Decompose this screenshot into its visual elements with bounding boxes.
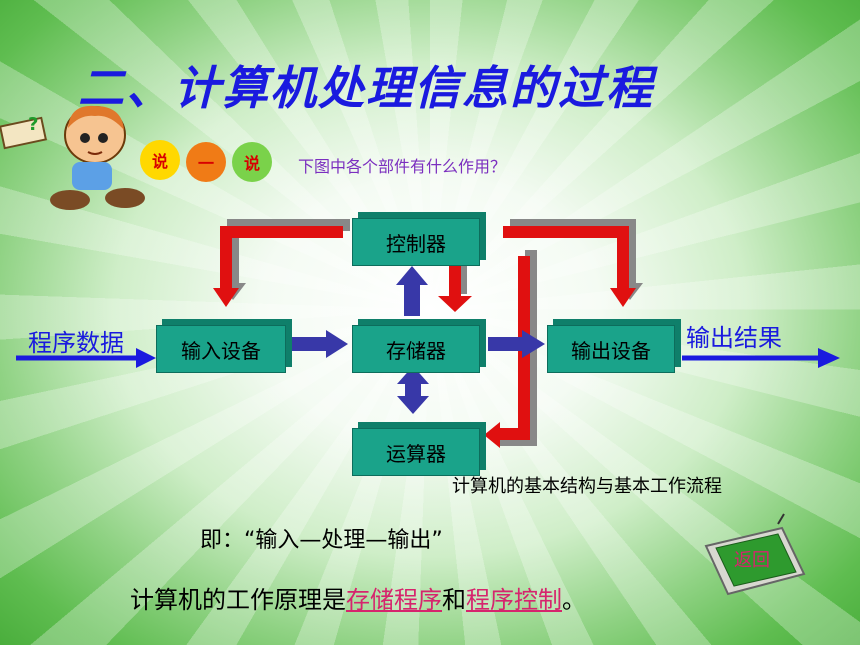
back-button-label[interactable]: 返回 — [734, 550, 770, 571]
alu-box: 运算器 — [352, 428, 480, 476]
svg-text:?: ? — [28, 114, 38, 135]
arrow-controller-to-memory — [438, 262, 472, 312]
arrow-output-result — [682, 348, 840, 368]
input-process-output-line: 即：“输入—处理—输出” — [200, 528, 443, 553]
cartoon-child-illustration: ? — [0, 105, 145, 210]
arrow-memory-alu — [397, 366, 429, 414]
stored-program-link[interactable]: 存储程序 — [346, 586, 442, 614]
diagram-caption: 计算机的基本结构与基本工作流程 — [452, 476, 722, 497]
principle-prefix: 计算机的工作原理是 — [130, 586, 346, 614]
output-result-label: 输出结果 — [686, 324, 782, 352]
arrow-program-data-in — [16, 348, 156, 368]
back-button[interactable] — [700, 510, 810, 600]
program-data-label: 程序数据 — [28, 329, 124, 357]
arrow-controller-to-alu — [484, 250, 537, 448]
arrow-controller-to-input — [213, 219, 350, 307]
badge-say-right: 说 — [232, 142, 272, 182]
memory-box: 存储器 — [352, 325, 480, 373]
principle-conj: 和 — [442, 586, 466, 614]
tablet-icon — [704, 513, 806, 596]
question-text: 下图中各个部件有什么作用？ — [298, 157, 507, 176]
working-principle: 计算机的工作原理是存储程序和程序控制。 — [130, 580, 586, 615]
arrow-memory-to-output — [488, 330, 545, 358]
program-control-link[interactable]: 程序控制 — [466, 586, 562, 614]
page-title: 二、计算机处理信息的过程 — [78, 61, 654, 115]
badge-one-middle: 一 — [186, 142, 226, 182]
input-device-box: 输入设备 — [156, 325, 286, 373]
badge-say-left: 说 — [140, 140, 180, 180]
controller-box: 控制器 — [352, 218, 480, 266]
arrow-input-to-memory — [291, 330, 348, 358]
principle-suffix: 。 — [562, 586, 586, 614]
output-device-box: 输出设备 — [547, 325, 675, 373]
arrow-controller-to-output — [503, 219, 643, 307]
arrow-memory-to-controller — [396, 266, 428, 316]
